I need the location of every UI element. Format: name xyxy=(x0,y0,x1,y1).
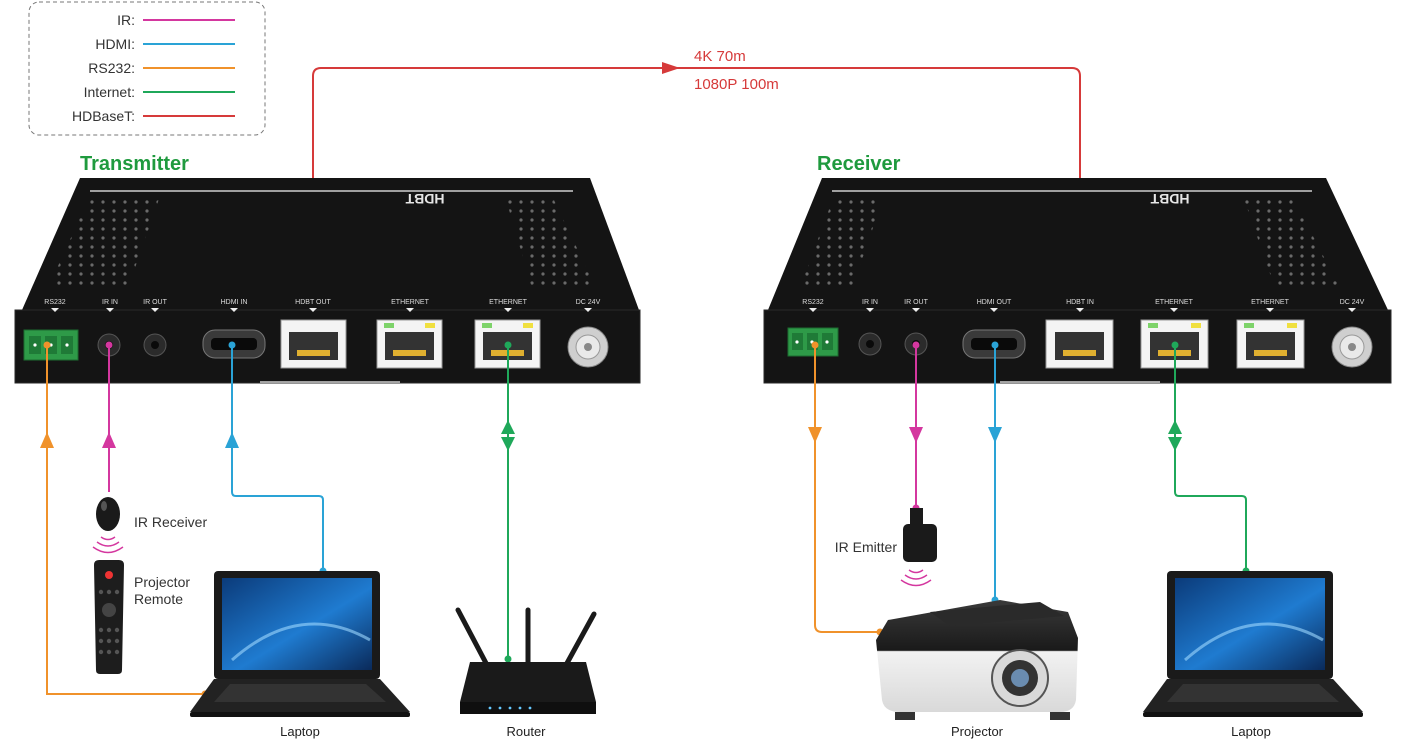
link-distance-4k: 4K 70m xyxy=(694,48,746,65)
ir-in-port xyxy=(858,332,882,356)
remote-label-line2: Remote xyxy=(134,591,183,607)
projector-remote: Projector Remote xyxy=(94,560,190,674)
rs232-port xyxy=(23,329,79,361)
port-label: IR OUT xyxy=(143,299,167,306)
transmitter-title: Transmitter xyxy=(80,153,189,175)
tx-laptop: Laptop xyxy=(190,571,410,739)
router-label: Router xyxy=(506,724,546,739)
port-label: ETHERNET xyxy=(1251,299,1289,306)
port-label: IR IN xyxy=(102,299,118,306)
ir-signal-icon xyxy=(900,569,932,587)
remote-label-line1: Projector xyxy=(134,574,190,590)
receiver-title: Receiver xyxy=(817,153,901,175)
arrow-up-icon xyxy=(1168,420,1182,434)
hdbaset-link: 4K 70m 1080P 100m xyxy=(309,48,1084,344)
rx-laptop-label: Laptop xyxy=(1231,724,1271,739)
port-label: RS232 xyxy=(44,299,66,306)
legend-label-ir: IR: xyxy=(117,12,135,28)
receiver-top xyxy=(768,178,1388,310)
ir-emitter-icon xyxy=(903,524,937,562)
projector: Projector xyxy=(876,600,1078,739)
port-label: HDMI OUT xyxy=(977,299,1012,306)
arrow-down-icon xyxy=(988,427,1002,443)
legend-label-hdmi: HDMI: xyxy=(95,36,135,52)
port-label: ETHERNET xyxy=(489,299,527,306)
router: Router xyxy=(455,607,597,739)
dc-power-port xyxy=(567,326,609,368)
port-label: HDBT IN xyxy=(1066,299,1094,306)
vent-grille xyxy=(800,196,884,288)
ir-emitter-label: IR Emitter xyxy=(835,539,898,555)
rs232-cable xyxy=(814,345,880,633)
port-label: IR IN xyxy=(862,299,878,306)
ir-receiver-icon xyxy=(96,497,120,531)
hdbt-out-port xyxy=(280,319,347,369)
hdmi-cable xyxy=(231,345,324,571)
legend-label-internet: Internet: xyxy=(84,84,135,100)
port-label: ETHERNET xyxy=(1155,299,1193,306)
arrow-down-icon xyxy=(808,427,822,443)
arrow-up-icon xyxy=(40,432,54,448)
transmitter-device: Transmitter HDBT RS232 IR IN IR OUT HDMI… xyxy=(14,153,641,384)
rx-cables xyxy=(808,341,1250,636)
hdbaset-cable xyxy=(312,67,1081,340)
ethernet-port-1 xyxy=(376,319,443,369)
ir-receiver: IR Receiver xyxy=(92,497,207,554)
transmitter-top xyxy=(22,178,639,310)
dc-power-port xyxy=(1331,326,1373,368)
legend-label-hdbaset: HDBaseT: xyxy=(72,108,135,124)
arrow-up-icon xyxy=(225,432,239,448)
legend-box xyxy=(28,1,266,136)
legend-label-rs232: RS232: xyxy=(88,60,135,76)
arrow-right-icon xyxy=(662,62,680,74)
arrow-up-icon xyxy=(102,432,116,448)
ir-emitter: IR Emitter xyxy=(835,508,937,587)
ethernet-port-2 xyxy=(1236,319,1305,369)
port-label: DC 24V xyxy=(1340,299,1365,306)
link-distance-1080p: 1080P 100m xyxy=(694,76,779,93)
hdbt-in-port xyxy=(1045,319,1114,369)
port-label: HDBT OUT xyxy=(295,299,331,306)
legend: IR: HDMI: RS232: Internet: HDBaseT: xyxy=(28,1,266,136)
port-label: ETHERNET xyxy=(391,299,429,306)
port-label: DC 24V xyxy=(576,299,601,306)
ethernet-cable xyxy=(1174,345,1247,571)
rs232-cable xyxy=(46,345,205,695)
hdbt-logo: HDBT xyxy=(1150,191,1189,207)
port-label: HDMI IN xyxy=(221,299,248,306)
ir-out-port xyxy=(143,333,167,357)
rx-laptop: Laptop xyxy=(1143,571,1363,739)
arrow-down-icon xyxy=(501,437,515,451)
arrow-down-icon xyxy=(909,427,923,443)
vent-grille xyxy=(1243,196,1340,288)
arrow-up-icon xyxy=(501,420,515,434)
vent-grille xyxy=(505,196,596,288)
tx-laptop-label: Laptop xyxy=(280,724,320,739)
port-label: IR OUT xyxy=(904,299,928,306)
rs232-port xyxy=(787,327,839,357)
projector-label: Projector xyxy=(951,724,1004,739)
port-label: RS232 xyxy=(802,299,824,306)
router-icon xyxy=(460,662,596,702)
hdbt-logo: HDBT xyxy=(405,191,444,207)
ir-signal-icon xyxy=(92,536,124,554)
ir-receiver-label: IR Receiver xyxy=(134,514,207,530)
vent-grille xyxy=(48,196,160,288)
receiver-device: Receiver HDBT RS232 IR IN IR OUT HDMI OU… xyxy=(763,153,1392,384)
arrow-down-icon xyxy=(1168,437,1182,451)
